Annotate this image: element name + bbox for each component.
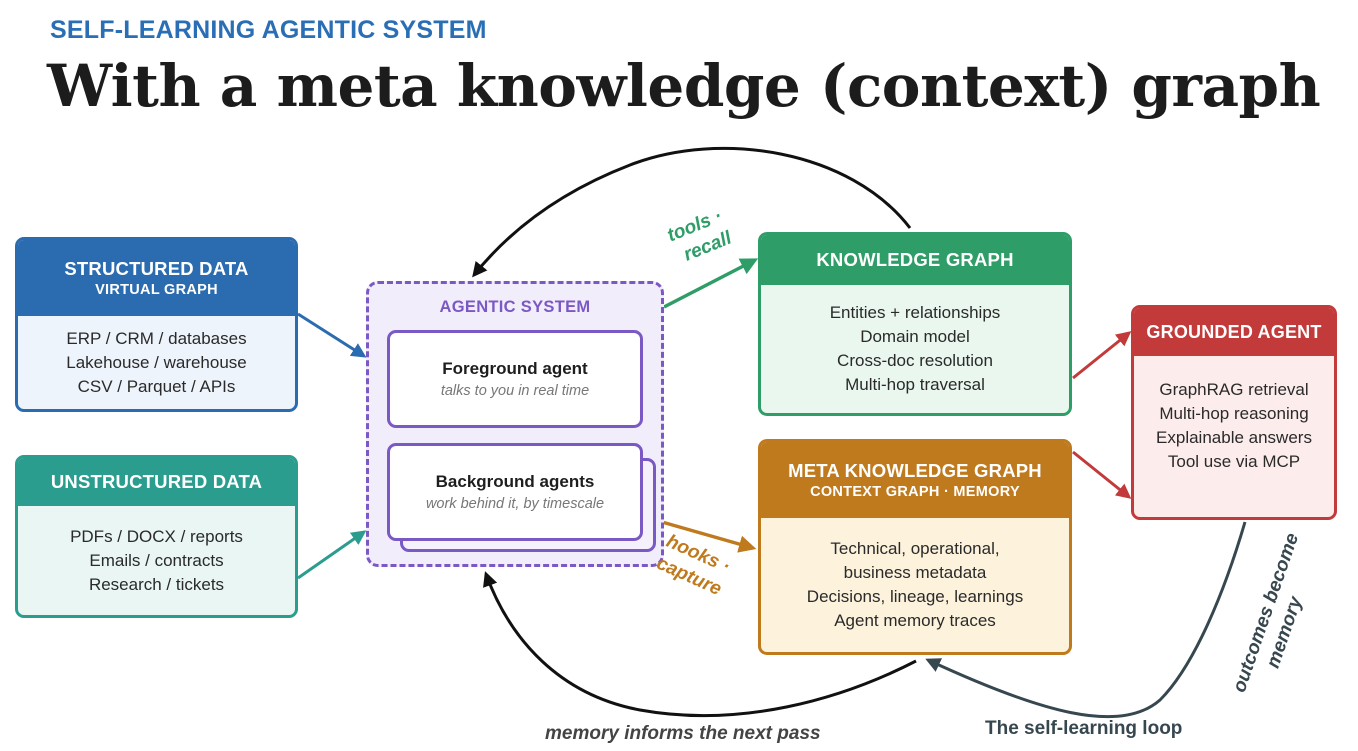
list-item: PDFs / DOCX / reports: [70, 526, 243, 546]
knowledge-graph-list: Entities + relationships Domain model Cr…: [761, 285, 1069, 413]
list-item: Entities + relationships: [829, 303, 1001, 322]
list-item: Decisions, lineage, learnings: [806, 587, 1024, 606]
meta-knowledge-graph-list: Technical, operational, business metadat…: [761, 518, 1069, 652]
arrow-meta-graph-to-agentic-loop: [483, 571, 917, 718]
meta-knowledge-graph-header: META KNOWLEDGE GRAPH CONTEXT GRAPH · MEM…: [761, 442, 1069, 518]
meta-knowledge-graph-subtitle: CONTEXT GRAPH · MEMORY: [810, 484, 1020, 500]
structured-data-subtitle: VIRTUAL GRAPH: [95, 282, 218, 298]
memory-informs-label: memory informs the next pass: [545, 723, 821, 744]
list-item: Tool use via MCP: [1167, 452, 1301, 471]
unstructured-data-box: UNSTRUCTURED DATA PDFs / DOCX / reports …: [15, 455, 298, 618]
list-item: CSV / Parquet / APIs: [77, 376, 236, 396]
arrow-knowledge-graph-to-agentic-loop: [472, 146, 912, 278]
agentic-system-label: AGENTIC SYSTEM: [439, 298, 591, 316]
arrow-agentic-to-meta-graph: [661, 520, 757, 553]
grounded-agent-header: GROUNDED AGENT: [1134, 308, 1334, 356]
meta-knowledge-graph-title: META KNOWLEDGE GRAPH: [788, 460, 1042, 481]
list-item: Explainable answers: [1156, 428, 1312, 447]
self-learning-loop-label: The self-learning loop: [985, 718, 1183, 739]
list-item: Multi-hop traversal: [845, 375, 985, 394]
arrow-agentic-to-knowledge-graph: [663, 258, 759, 309]
list-item: ERP / CRM / databases: [66, 328, 247, 348]
list-item: Multi-hop reasoning: [1159, 404, 1309, 423]
list-item: Agent memory traces: [834, 611, 996, 630]
list-item: Cross-doc resolution: [837, 351, 993, 370]
grounded-agent-list: GraphRAG retrieval Multi-hop reasoning E…: [1134, 356, 1334, 496]
arrow-unstructured-to-agentic: [297, 530, 367, 580]
unstructured-data-title: UNSTRUCTURED DATA: [50, 471, 263, 492]
structured-data-header: STRUCTURED DATA VIRTUAL GRAPH: [18, 240, 295, 316]
structured-data-list: ERP / CRM / databases Lakehouse / wareho…: [18, 316, 295, 409]
foreground-agent-name: Foreground agent: [442, 359, 588, 378]
unstructured-data-list: PDFs / DOCX / reports Emails / contracts…: [18, 506, 295, 615]
list-item: business metadata: [843, 563, 987, 582]
foreground-agent-card: Foreground agent talks to you in real ti…: [387, 330, 643, 428]
meta-knowledge-graph-box: META KNOWLEDGE GRAPH CONTEXT GRAPH · MEM…: [758, 439, 1072, 655]
arrow-grounded-agent-to-meta-graph-loop: [925, 521, 1247, 719]
background-agents-card: Background agents work behind it, by tim…: [387, 443, 643, 541]
unstructured-data-header: UNSTRUCTURED DATA: [18, 458, 295, 506]
background-agents-name: Background agents: [435, 472, 595, 491]
list-item: Technical, operational,: [830, 539, 1000, 558]
grounded-agent-box: GROUNDED AGENT GraphRAG retrieval Multi-…: [1131, 305, 1337, 520]
list-item: Lakehouse / warehouse: [66, 352, 247, 372]
arrow-structured-to-agentic: [297, 312, 367, 358]
arrow-meta-graph-to-grounded-agent: [1072, 450, 1132, 499]
structured-data-box: STRUCTURED DATA VIRTUAL GRAPH ERP / CRM …: [15, 237, 298, 412]
diagram-kicker: SELF-LEARNING AGENTIC SYSTEM: [50, 16, 487, 44]
knowledge-graph-header: KNOWLEDGE GRAPH: [761, 235, 1069, 285]
diagram-title: With a meta knowledge (context) graph: [47, 52, 1321, 120]
agentic-system-container: AGENTIC SYSTEM Foreground agent talks to…: [366, 281, 664, 567]
list-item: Emails / contracts: [89, 550, 224, 570]
knowledge-graph-title: KNOWLEDGE GRAPH: [816, 249, 1014, 270]
list-item: Research / tickets: [88, 574, 225, 594]
background-agents-desc: work behind it, by timescale: [425, 496, 605, 512]
list-item: GraphRAG retrieval: [1159, 380, 1309, 399]
structured-data-title: STRUCTURED DATA: [64, 258, 249, 279]
grounded-agent-title: GROUNDED AGENT: [1146, 321, 1322, 342]
foreground-agent-desc: talks to you in real time: [440, 383, 590, 399]
list-item: Domain model: [860, 327, 970, 346]
knowledge-graph-box: KNOWLEDGE GRAPH Entities + relationships…: [758, 232, 1072, 416]
arrow-knowledge-graph-to-grounded-agent: [1072, 331, 1132, 380]
